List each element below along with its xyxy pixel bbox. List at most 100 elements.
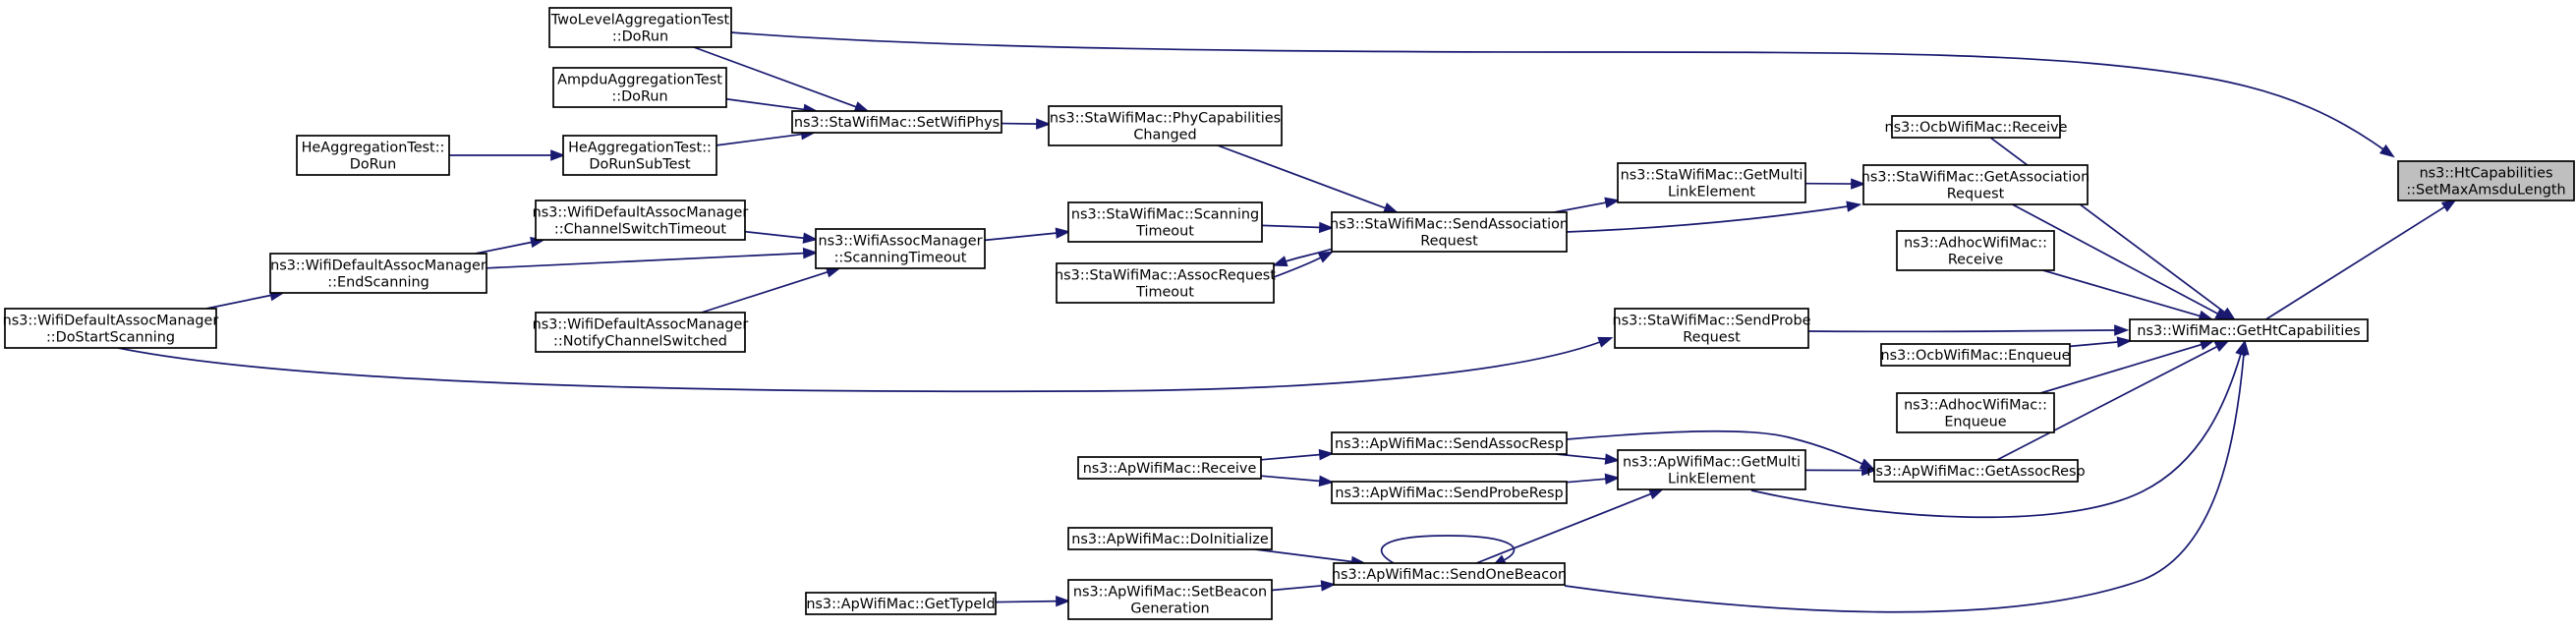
node-hesub[interactable]: HeAggregationTest::DoRunSubTest [562, 135, 717, 176]
node-endscan[interactable]: ns3::WifiDefaultAssocManager::EndScannin… [269, 253, 487, 294]
node-box [1067, 527, 1273, 550]
edge-stagetmulti-to-stagetassocreq [1804, 178, 1866, 190]
node-sendbeacon[interactable]: ns3::ApWifiMac::SendOneBeacon [1332, 562, 1567, 586]
node-box [1617, 449, 1806, 490]
edge-sendbeacon-to-gethtcap [1564, 339, 2250, 613]
node-stascan[interactable]: ns3::StaWifiMac::ScanningTimeout [1067, 201, 1263, 243]
node-box [2129, 318, 2369, 342]
node-box [1617, 162, 1806, 203]
edge-sendassocresp-to-apgetmulti [1556, 453, 1621, 465]
node-sendassocresp[interactable]: ns3::ApWifiMac::SendAssocResp [1331, 431, 1568, 455]
node-label: ns3::OcbWifiMac::Enqueue [1881, 348, 2071, 364]
node-hedorun[interactable]: HeAggregationTest::DoRun [296, 135, 450, 176]
node-label: ns3::OcbWifiMac::Receive [1884, 120, 2067, 136]
node-label: Request [1947, 187, 2005, 202]
edges-layer [117, 31, 2457, 613]
arrow-head [2213, 339, 2230, 352]
arrow-head [2378, 143, 2395, 158]
node-ocbrecv[interactable]: ns3::OcbWifiMac::Receive [1884, 115, 2068, 139]
arrow-head [802, 247, 819, 259]
node-scantimeout[interactable]: ns3::WifiAssocManager::ScanningTimeout [815, 228, 986, 269]
node-label: ::SetMaxAmsduLength [2406, 183, 2565, 199]
edge-sendprobe-to-gethtcap [1807, 324, 2130, 336]
node-dostart[interactable]: ns3::WifiDefaultAssocManager::DoStartSca… [3, 308, 219, 349]
node-box [1891, 115, 2061, 139]
edge-endscan-to-chanswitch [475, 236, 546, 255]
arrow-head [1317, 251, 1334, 263]
node-label: Receive [1948, 253, 2003, 268]
arrow-head [1036, 118, 1052, 130]
node-label: ns3::ApWifiMac::DoInitialize [1071, 532, 1269, 547]
edge-apgetmulti-to-getassocresp [1804, 464, 1877, 477]
node-label: ns3::WifiMac::GetHtCapabilities [2137, 323, 2360, 339]
edge-endscan-to-scantimeout [486, 247, 819, 269]
arrow-head [1056, 595, 1071, 607]
node-label: LinkElement [1668, 472, 1755, 487]
node-label: ns3::StaWifiMac::GetAssociation [1861, 170, 2089, 186]
edge-dostart-to-sendprobe [117, 336, 1614, 393]
node-label: ns3::StaWifiMac::PhyCapabilities [1050, 111, 1281, 127]
node-label: ns3::ApWifiMac::GetAssocResp [1866, 464, 2085, 480]
node-ocbenq[interactable]: ns3::OcbWifiMac::Enqueue [1880, 343, 2071, 367]
edge-sendproberesp-to-apgetmulti [1566, 473, 1621, 486]
node-label: ns3::ApWifiMac::SetBeacon [1073, 585, 1267, 601]
node-box [815, 228, 986, 269]
edge-setbeacon-to-sendbeacon [1271, 580, 1337, 592]
arrow-head [1320, 580, 1337, 592]
node-box [805, 592, 997, 615]
node-root[interactable]: ns3::HtCapabilities::SetMaxAmsduLength [2397, 160, 2575, 201]
node-label: ::ChannelSwitchTimeout [554, 222, 726, 238]
node-box [1077, 456, 1262, 480]
arrow-head [2440, 199, 2457, 212]
edge-sendassocreq-to-assocreqtimeout [1272, 248, 1334, 267]
node-box [269, 253, 487, 294]
arrow-head [853, 101, 870, 112]
node-notify[interactable]: ns3::WifiDefaultAssocManager::NotifyChan… [533, 312, 749, 353]
node-box [791, 110, 1002, 134]
arrow-head [2238, 339, 2250, 356]
node-doinit[interactable]: ns3::ApWifiMac::DoInitialize [1067, 527, 1273, 550]
arrow-head [1604, 453, 1621, 465]
arrow-head [1055, 227, 1071, 239]
arrow-head [1318, 221, 1335, 234]
arrow-head [550, 149, 566, 161]
node-gethtcap[interactable]: ns3::WifiMac::GetHtCapabilities [2129, 318, 2369, 342]
edge-setwifiphys-to-phycap [1001, 118, 1052, 130]
node-adhocenq[interactable]: ns3::AdhocWifiMac::Enqueue [1896, 392, 2055, 433]
node-twolevel[interactable]: TwoLevelAggregationTest::DoRun [548, 7, 732, 48]
node-label: ::ScanningTimeout [834, 251, 967, 266]
arrow-head [1604, 197, 1621, 208]
node-setwifiphys[interactable]: ns3::StaWifiMac::SetWifiPhys [791, 110, 1002, 134]
node-label: ns3::AdhocWifiMac:: [1904, 236, 2047, 252]
arrow-head [1272, 256, 1288, 267]
node-label: ::EndScanning [327, 275, 429, 291]
node-chanswitch[interactable]: ns3::WifiDefaultAssocManager::ChannelSwi… [533, 200, 749, 241]
node-adhocrecv[interactable]: ns3::AdhocWifiMac::Receive [1896, 230, 2055, 271]
node-aprecv[interactable]: ns3::ApWifiMac::Receive [1077, 456, 1262, 480]
node-label: ns3::AdhocWifiMac:: [1904, 398, 2047, 414]
edge-gettypeid-to-setbeacon [995, 595, 1071, 607]
node-label: DoRun [350, 157, 396, 173]
node-label: Request [1420, 234, 1478, 250]
node-box [1873, 459, 2079, 483]
node-label: ns3::ApWifiMac::GetTypeId [806, 597, 995, 612]
node-ampdu[interactable]: AmpduAggregationTest::DoRun [552, 67, 727, 108]
node-label: ns3::StaWifiMac::Scanning [1071, 207, 1259, 223]
arrow-head [1604, 473, 1621, 486]
edge-gethtcap-to-root [2265, 199, 2457, 320]
node-sendproberesp[interactable]: ns3::ApWifiMac::SendProbeResp [1331, 481, 1568, 504]
node-label: ns3::StaWifiMac::SendProbe [1613, 314, 1811, 329]
node-box [1880, 343, 2071, 367]
arrow-head [2220, 307, 2237, 321]
node-gettypeid[interactable]: ns3::ApWifiMac::GetTypeId [805, 592, 997, 615]
node-getassocresp[interactable]: ns3::ApWifiMac::GetAssocResp [1866, 459, 2086, 483]
